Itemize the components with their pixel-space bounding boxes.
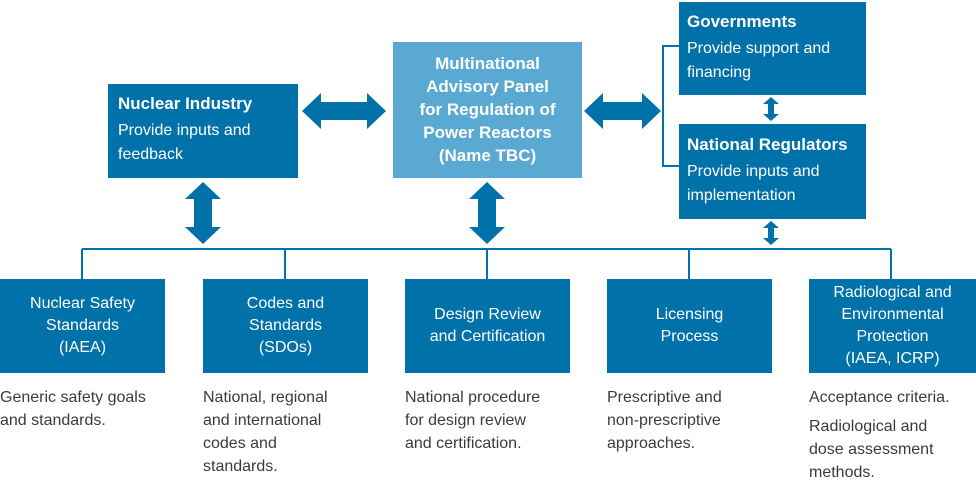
governments-title: Governments — [687, 12, 797, 31]
box2-line-3: (SDOs) — [258, 339, 313, 356]
arrow-panel-governments — [584, 93, 661, 129]
panel-line-5: (Name TBC) — [438, 146, 537, 165]
panel-line-3: for Regulation of — [419, 100, 556, 119]
regulators-desc-2: implementation — [687, 187, 796, 204]
box1-line-1: Nuclear Safety — [30, 295, 135, 312]
note-licensing: Prescriptive and non-prescriptive approa… — [607, 386, 797, 455]
box2-line-2: Standards — [249, 317, 322, 334]
note5-line-2: Radiological and — [809, 418, 928, 435]
panel-line-2: Advisory Panel — [426, 77, 549, 96]
note1-line-1: Generic safety goals — [0, 389, 146, 406]
note4-line-1: Prescriptive and — [607, 389, 722, 406]
box2-line-1: Codes and — [246, 295, 325, 312]
note5-line-1: Acceptance criteria. — [809, 389, 950, 406]
regulators-desc-1: Provide inputs and — [687, 163, 820, 180]
note2-line-4: standards. — [203, 458, 278, 475]
note4-line-3: approaches. — [607, 435, 696, 452]
arrow-industry-bus — [185, 182, 221, 244]
box5-line-4: (IAEA, ICRP) — [845, 350, 940, 367]
advisory-panel-box: Multinational Advisory Panel for Regulat… — [393, 42, 582, 178]
box1-line-3: (IAEA) — [58, 339, 107, 356]
box5-line-2: Environmental — [841, 306, 944, 323]
national-regulators-box: National Regulators Provide inputs and i… — [679, 124, 866, 219]
note-safety-standards: Generic safety goals and standards. — [0, 386, 190, 432]
note3-line-3: and certification. — [405, 435, 522, 452]
note-radiological: Acceptance criteria. Radiological and do… — [809, 386, 976, 484]
note-design-review: National procedure for design review and… — [405, 386, 595, 455]
box3-line-2: and Certification — [429, 328, 546, 345]
box4-line-2: Process — [660, 328, 719, 345]
note5-line-4: methods. — [809, 464, 875, 481]
note-codes-standards: National, regional and international cod… — [203, 386, 393, 478]
nuclear-safety-standards-box: Nuclear Safety Standards (IAEA) — [0, 279, 165, 373]
note4-line-2: non-prescriptive — [607, 412, 721, 429]
note2-line-1: National, regional — [203, 389, 328, 406]
licensing-process-box: Licensing Process — [607, 279, 772, 373]
nuclear-industry-desc-1: Provide inputs and — [118, 122, 251, 139]
note5-line-3: dose assessment — [809, 441, 934, 458]
bracket-connector — [662, 45, 679, 167]
box3-line-1: Design Review — [434, 306, 541, 323]
box5-line-3: Protection — [856, 328, 929, 345]
arrow-panel-bus — [469, 182, 505, 244]
arrow-regulators-bus — [763, 221, 779, 245]
note3-line-2: for design review — [405, 412, 526, 429]
design-review-box: Design Review and Certification — [405, 279, 570, 373]
note1-line-2: and standards. — [0, 412, 106, 429]
box4-line-1: Licensing — [655, 306, 724, 323]
nuclear-industry-box: Nuclear Industry Provide inputs and feed… — [108, 84, 298, 178]
note2-line-2: and international — [203, 412, 322, 429]
note2-line-3: codes and — [203, 435, 277, 452]
note3-line-1: National procedure — [405, 389, 541, 406]
arrow-governments-regulators — [763, 97, 779, 121]
radiological-protection-box: Radiological and Environmental Protectio… — [809, 279, 976, 373]
box1-line-2: Standards — [46, 317, 119, 334]
panel-line-4: Power Reactors — [423, 123, 552, 142]
panel-line-1: Multinational — [435, 54, 540, 73]
governments-box: Governments Provide support and financin… — [679, 2, 866, 95]
governments-desc-1: Provide support and — [687, 40, 831, 57]
arrow-industry-panel — [302, 93, 386, 129]
regulators-title: National Regulators — [687, 135, 848, 154]
governments-desc-2: financing — [687, 64, 752, 81]
codes-and-standards-box: Codes and Standards (SDOs) — [203, 279, 368, 373]
box5-line-1: Radiological and — [833, 284, 952, 301]
nuclear-industry-title: Nuclear Industry — [118, 94, 253, 113]
nuclear-industry-desc-2: feedback — [118, 146, 183, 163]
